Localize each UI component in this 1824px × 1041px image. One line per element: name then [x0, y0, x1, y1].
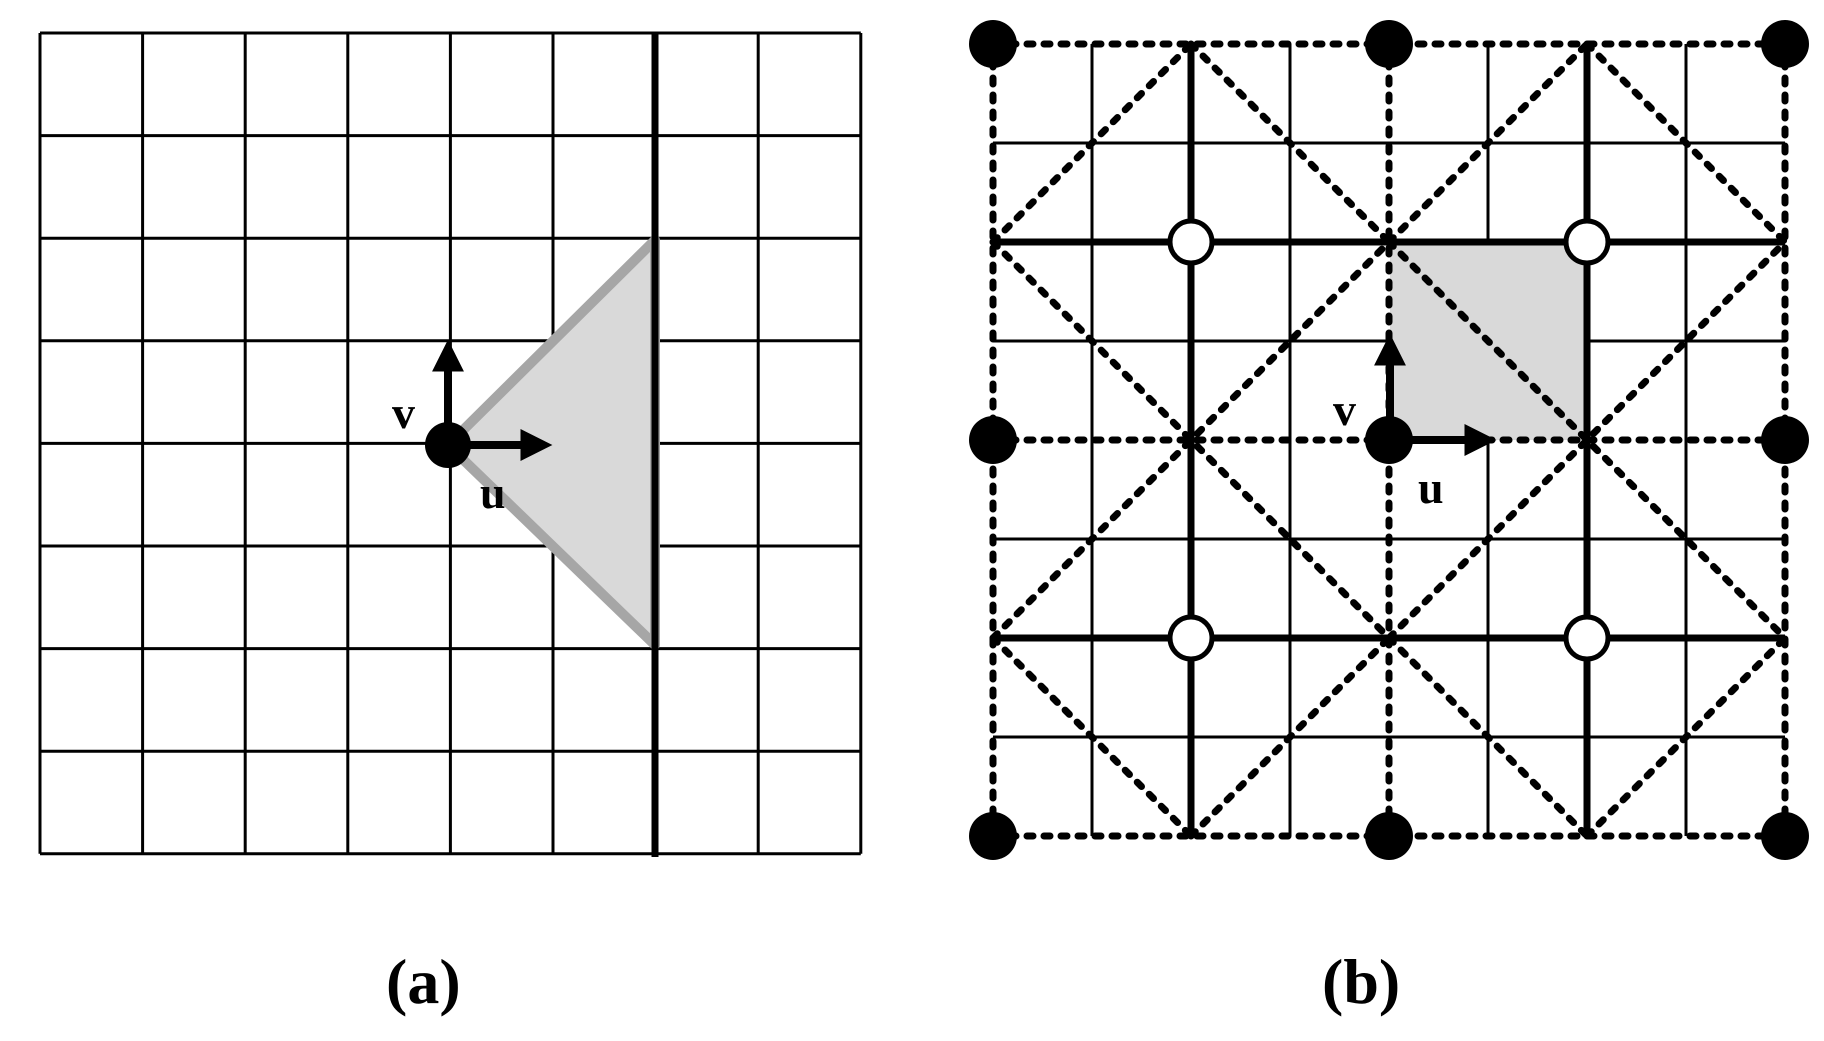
open-node [1563, 614, 1611, 662]
filled-node [969, 416, 1017, 464]
filled-node [969, 20, 1017, 68]
panel-b-u-label: u [1418, 462, 1444, 513]
dotted-diagonal [1583, 634, 1789, 840]
dotted-diagonal [1385, 634, 1591, 840]
dotted-diagonal [989, 634, 1195, 840]
filled-node [1365, 812, 1413, 860]
panel-b: v u [969, 20, 1809, 860]
panel-b-v-label: v [1333, 384, 1356, 435]
filled-node [1761, 20, 1809, 68]
panel-a-origin-node [425, 422, 471, 468]
panel-b-filled-nodes [969, 20, 1809, 860]
filled-node [1761, 416, 1809, 464]
panel-a: v u [38, 31, 863, 857]
dotted-diagonal [1187, 40, 1393, 246]
open-node [1167, 218, 1215, 266]
panel-b-open-nodes [1167, 218, 1611, 662]
filled-node [1365, 20, 1413, 68]
open-node [1167, 614, 1215, 662]
open-node [1563, 218, 1611, 266]
dotted-diagonal [1583, 40, 1789, 246]
dotted-diagonal [1187, 634, 1393, 840]
dotted-diagonal [989, 40, 1195, 246]
panel-b-thick-lines [993, 44, 1785, 836]
filled-node [969, 812, 1017, 860]
panel-a-v-label: v [392, 387, 415, 438]
panel-b-label: (b) [1322, 946, 1401, 1017]
panel-a-u-label: u [480, 467, 506, 518]
dotted-diagonal [1385, 40, 1591, 246]
panel-a-label: (a) [386, 946, 461, 1017]
filled-node [1761, 812, 1809, 860]
filled-node [1365, 416, 1413, 464]
